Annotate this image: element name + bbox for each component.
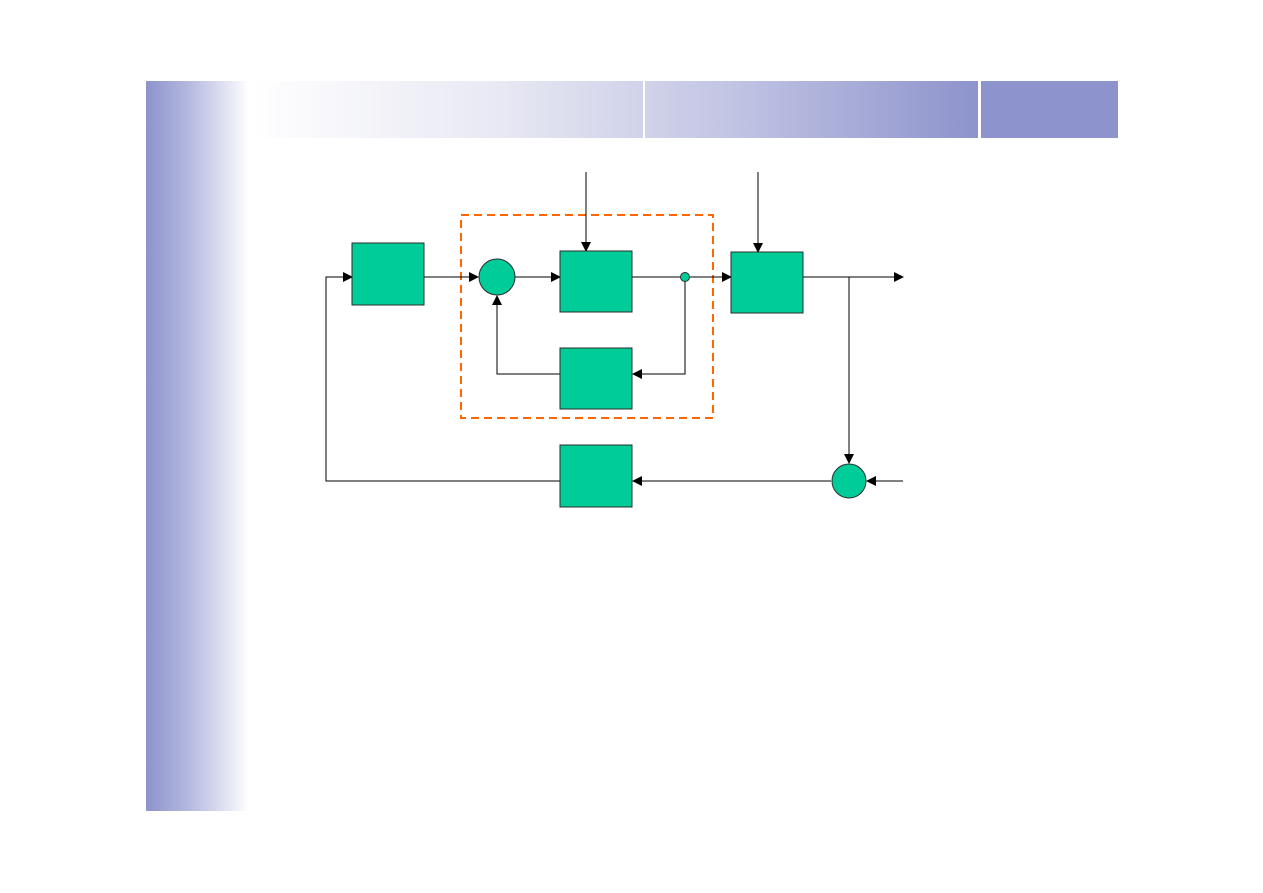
block-4 — [730, 251, 804, 314]
block-1 — [351, 242, 425, 306]
block-3 — [559, 347, 633, 410]
line-inner-return — [492, 295, 560, 375]
line-inner-feedback — [632, 281, 686, 379]
signal-lines — [325, 172, 904, 486]
summing-junction-1 — [478, 258, 516, 296]
branch-node — [680, 272, 690, 282]
left-decorative-bar — [146, 81, 249, 811]
top-decorative-bar — [249, 81, 978, 138]
block-5 — [559, 444, 633, 508]
top-bar-end-block — [981, 81, 1118, 138]
block-2 — [559, 250, 633, 313]
inner-loop-boundary — [460, 214, 714, 419]
blocks — [351, 242, 804, 508]
line-outer-feedback — [325, 272, 560, 482]
summing-junction-2 — [831, 463, 867, 499]
top-bar-separator — [643, 81, 645, 138]
top-bar-separator — [978, 81, 981, 138]
